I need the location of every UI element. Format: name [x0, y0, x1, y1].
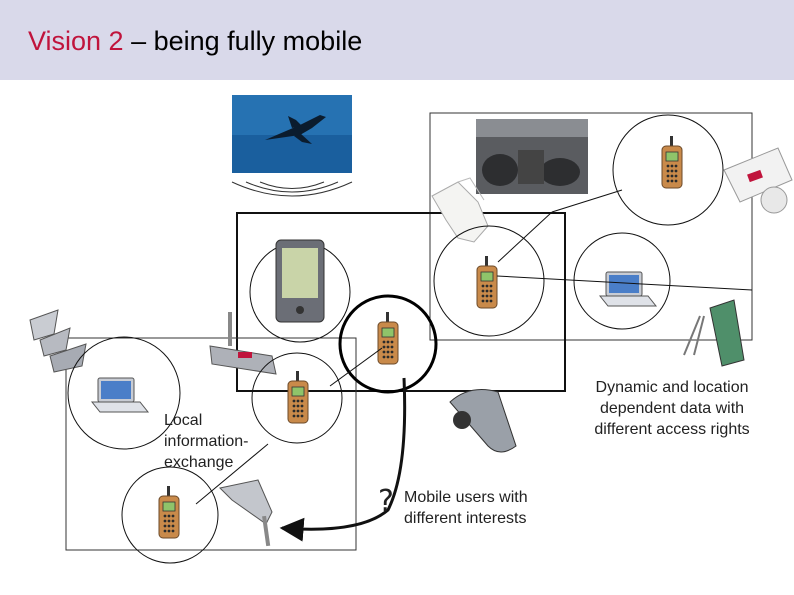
- airplane-icon: [232, 95, 352, 173]
- title-bar: [0, 0, 794, 80]
- laptop-icon: [599, 271, 657, 307]
- dynamic-data-label: Dynamic and location dependent data with…: [594, 379, 750, 438]
- user-arrow: [279, 377, 407, 542]
- user-circle: [612, 114, 724, 226]
- mobile-phone-icon: [377, 311, 399, 365]
- user-circle: [251, 352, 343, 444]
- golf-iron-icon: [218, 479, 273, 547]
- car-interior-icon: [476, 119, 588, 194]
- zone-right: [429, 112, 753, 341]
- page-title: Vision 2 – being fully mobile: [28, 26, 362, 57]
- golf-glove-icon: [431, 177, 489, 243]
- zone-left: [65, 337, 357, 551]
- pda-icon: [275, 239, 325, 323]
- golf-balls-icon: [723, 147, 793, 214]
- question-mark: ?: [378, 484, 394, 519]
- laptop-icon: [91, 377, 149, 413]
- putter-icon: [209, 312, 277, 375]
- mobile-phone-icon: [661, 135, 683, 189]
- user-circle: [433, 225, 545, 337]
- user-circle: [121, 466, 219, 564]
- mobile-phone-icon: [476, 255, 498, 309]
- local-exchange-label: Local information- exchange: [164, 412, 249, 471]
- title-rest: – being fully mobile: [123, 26, 363, 56]
- mobile-phone-icon: [287, 370, 309, 424]
- mobile-phone-icon: [158, 485, 180, 539]
- user-circle: [67, 336, 181, 450]
- mobile-users-label: Mobile users with different interests: [404, 489, 528, 527]
- connector-lines: [195, 189, 753, 505]
- highlighted-user-circle: [338, 294, 438, 394]
- user-circle: [573, 232, 671, 330]
- golf-clubs-icon: [29, 309, 87, 373]
- title-accent: Vision 2: [28, 26, 124, 56]
- headset-icon: [449, 389, 517, 453]
- signal-waves: [231, 181, 353, 197]
- golf-bag-icon: [683, 299, 745, 367]
